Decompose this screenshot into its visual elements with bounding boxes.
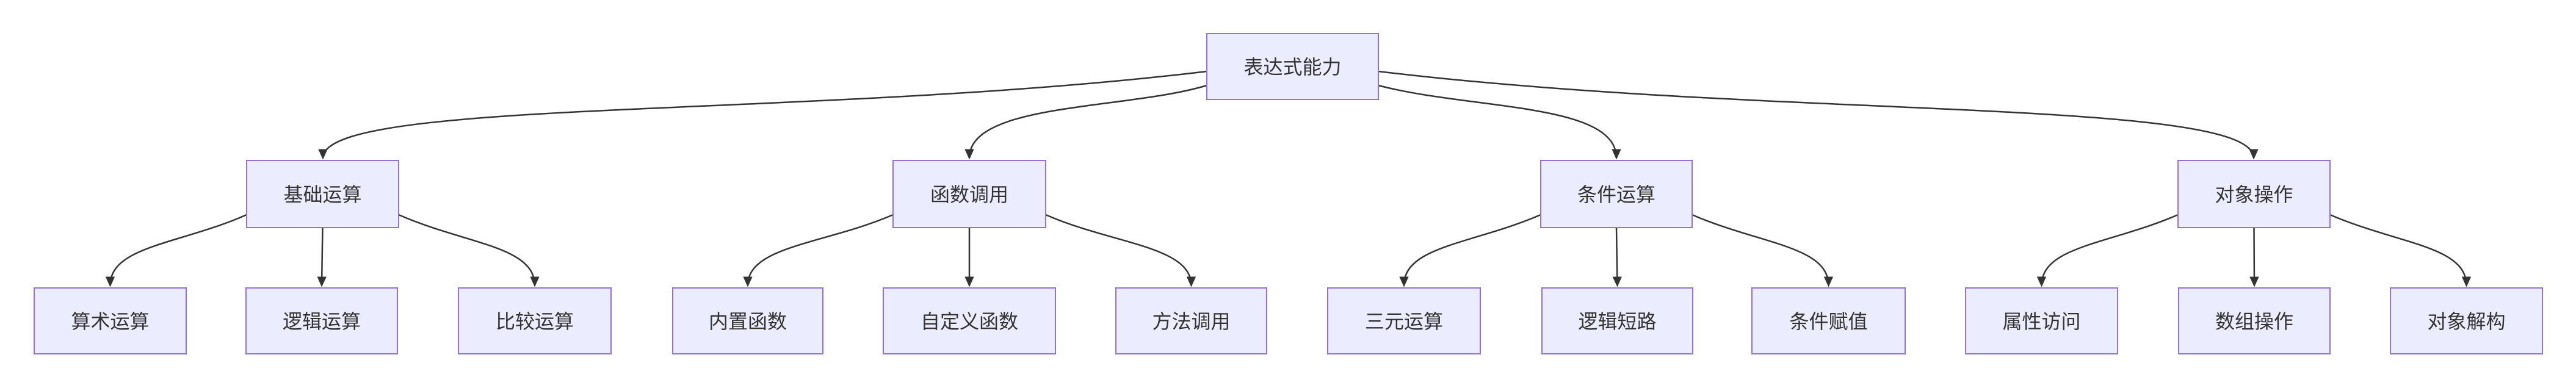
node-label: 对象操作	[2215, 184, 2293, 206]
edge-root-to-object-operations	[1378, 70, 2259, 160]
node-ternary-operations: 三元运算	[1327, 287, 1481, 354]
node-box	[672, 287, 823, 354]
node-label: 表达式能力	[1243, 56, 1341, 78]
edge-basic-to-arithmetic	[105, 214, 247, 287]
node-box	[34, 287, 187, 354]
edge-object-to-property-access	[2036, 214, 2179, 287]
node-label: 逻辑运算	[283, 311, 361, 332]
node-label: 条件运算	[1577, 184, 1655, 206]
node-label: 函数调用	[930, 184, 1008, 206]
node-object-destructuring: 对象解构	[2390, 287, 2543, 354]
node-box	[1540, 160, 1693, 228]
node-box	[1541, 287, 1693, 354]
node-comparison-operations: 比较运算	[458, 287, 612, 354]
node-box	[1751, 287, 1906, 354]
node-box	[246, 160, 399, 228]
node-box	[458, 287, 612, 354]
node-label: 数组操作	[2215, 311, 2293, 332]
node-basic-operations: 基础运算	[246, 160, 399, 228]
node-label: 基础运算	[283, 184, 361, 206]
node-box	[1965, 287, 2118, 354]
node-box	[245, 287, 398, 354]
node-label: 条件赋值	[1789, 311, 1867, 332]
node-box	[1115, 287, 1267, 354]
edge-basic-to-comparison	[398, 214, 540, 287]
node-box	[883, 287, 1056, 354]
edge-layer	[105, 70, 2472, 287]
edge-function-to-builtin	[743, 214, 894, 287]
edge-conditional-to-ternary	[1399, 214, 1541, 287]
node-box	[2177, 160, 2331, 228]
node-logical-short-circuit: 逻辑短路	[1541, 287, 1693, 354]
node-array-operations: 数组操作	[2178, 287, 2331, 354]
node-function-calls: 函数调用	[892, 160, 1046, 228]
node-label: 属性访问	[2002, 311, 2080, 332]
node-expression-capability: 表达式能力	[1206, 33, 1379, 100]
node-label: 逻辑短路	[1578, 311, 1656, 332]
node-label: 对象解构	[2427, 311, 2505, 332]
node-logical-operations: 逻辑运算	[245, 287, 398, 354]
node-label: 比较运算	[496, 311, 574, 332]
edge-root-to-function-calls	[964, 84, 1207, 160]
node-conditional-assignment: 条件赋值	[1751, 287, 1906, 354]
node-custom-functions: 自定义函数	[883, 287, 1056, 354]
node-object-operations: 对象操作	[2177, 160, 2331, 228]
node-arithmetic-operations: 算术运算	[34, 287, 187, 354]
edge-root-to-basic-operations	[318, 70, 1207, 160]
edge-object-to-object-destructuring	[2329, 214, 2472, 287]
node-box	[892, 160, 1046, 228]
node-box	[1206, 33, 1379, 100]
edge-conditional-to-conditional-assignment	[1691, 214, 1834, 287]
edge-root-to-conditional-operations	[1378, 84, 1621, 160]
node-label: 算术运算	[71, 311, 149, 332]
node-label: 三元运算	[1365, 311, 1443, 332]
node-conditional-operations: 条件运算	[1540, 160, 1693, 228]
node-builtin-functions: 内置函数	[672, 287, 823, 354]
edge-conditional-to-short-circuit	[1612, 227, 1622, 287]
node-box	[1327, 287, 1481, 354]
edge-function-to-method	[1045, 214, 1196, 287]
node-property-access: 属性访问	[1965, 287, 2118, 354]
node-box	[2390, 287, 2543, 354]
node-label: 自定义函数	[921, 311, 1018, 332]
edge-object-to-array-operations	[2249, 227, 2259, 287]
node-label: 方法调用	[1152, 311, 1230, 332]
node-method-calls: 方法调用	[1115, 287, 1267, 354]
node-box	[2178, 287, 2331, 354]
edge-basic-to-logical	[317, 227, 327, 287]
node-label: 内置函数	[709, 311, 787, 332]
